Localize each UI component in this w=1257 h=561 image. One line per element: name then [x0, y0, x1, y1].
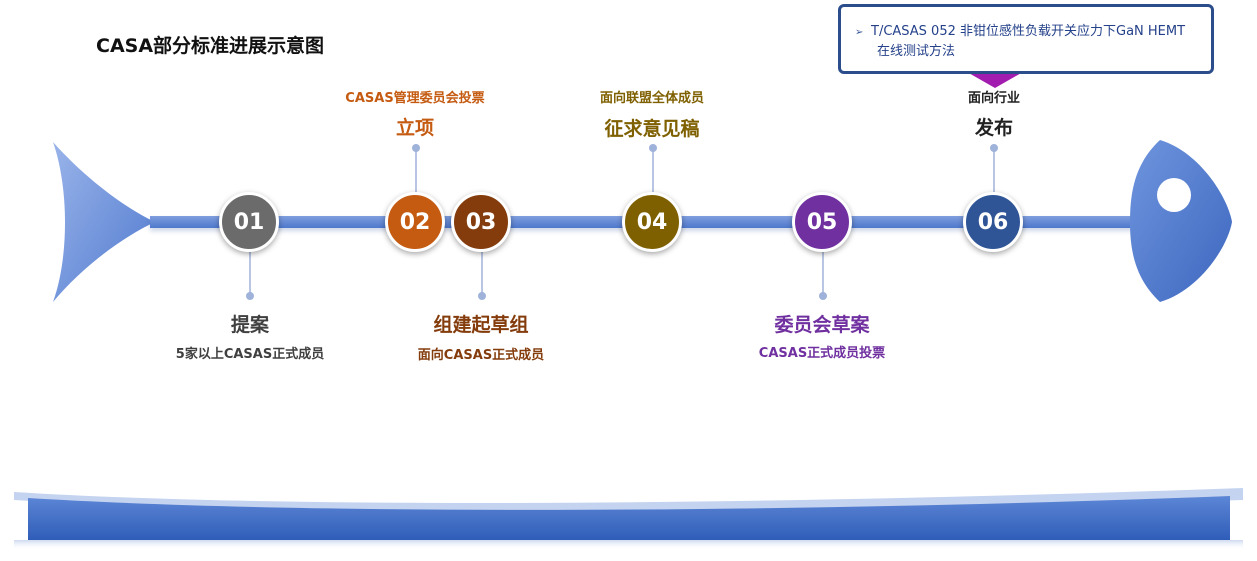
standard-callout: ➢ T/CASAS 052 非钳位感性负载开关应力下GaN HEMT 在线测试方法: [838, 4, 1214, 74]
step-03-note: 面向CASAS正式成员: [417, 348, 545, 363]
stem-dot-04: [649, 144, 657, 152]
stem-dot-01: [246, 292, 254, 300]
stem-03: [481, 252, 483, 296]
stem-dot-03: [478, 292, 486, 300]
step-02-note: CASAS管理委员会投票: [345, 91, 485, 106]
fish-tail-icon: [53, 142, 155, 302]
step-01-name: 提案: [230, 314, 269, 336]
stem-02: [415, 148, 417, 192]
stem-01: [249, 252, 251, 296]
step-04-name: 征求意见稿: [604, 118, 700, 140]
step-03-name: 组建起草组: [433, 314, 529, 336]
step-node-06: 06: [963, 192, 1023, 252]
step-05-note: CASAS正式成员投票: [758, 346, 886, 361]
callout-line-1: T/CASAS 052 非钳位感性负载开关应力下GaN HEMT: [871, 24, 1186, 39]
fish-head-icon: [1130, 140, 1232, 302]
step-02-name: 立项: [395, 117, 434, 139]
step-node-02: 02: [385, 192, 445, 252]
step-06-name: 发布: [974, 117, 1013, 139]
step-node-01: 01: [219, 192, 279, 252]
page-title: CASA部分标准进展示意图: [96, 35, 325, 57]
stem-04: [652, 148, 654, 192]
step-04-note: 面向联盟全体成员: [599, 91, 704, 106]
bullet-icon: ➢: [855, 27, 864, 38]
bottom-wave-decoration: [14, 488, 1243, 550]
stem-dot-02: [412, 144, 420, 152]
step-node-04: 04: [622, 192, 682, 252]
step-06-note: 面向行业: [967, 91, 1020, 106]
step-node-03: 03: [451, 192, 511, 252]
stem-05: [822, 252, 824, 296]
stem-dot-05: [819, 292, 827, 300]
step-01-note: 5家以上CASAS正式成员: [175, 347, 325, 362]
step-05-name: 委员会草案: [774, 314, 870, 336]
callout-line-2: 在线测试方法: [877, 44, 956, 59]
step-node-05: 05: [792, 192, 852, 252]
stem-dot-06: [990, 144, 998, 152]
fish-eye-icon: [1157, 178, 1191, 212]
stem-06: [993, 148, 995, 192]
